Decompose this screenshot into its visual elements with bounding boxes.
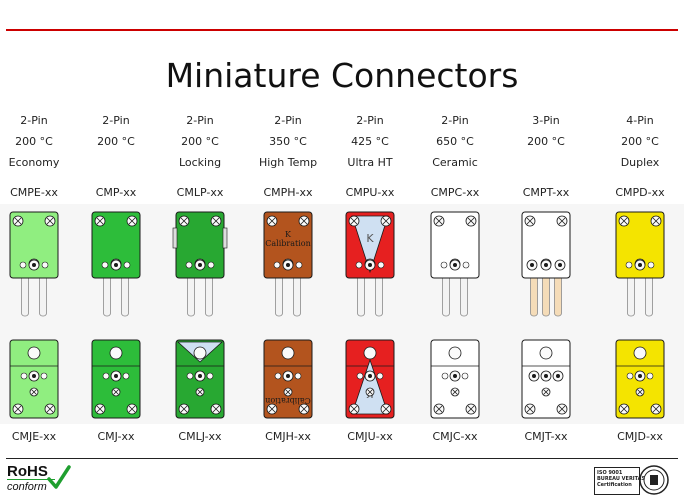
jack-connector (430, 339, 480, 419)
spec-temp: 200 °C (527, 135, 565, 148)
jack-part-number: CMJC-xx (432, 430, 478, 443)
spec-block: 2-Pin 200 °C (76, 110, 156, 173)
spec-block: 2-Pin 350 °C High Temp (248, 110, 328, 173)
plug-part-number: CMPH-xx (263, 186, 313, 199)
plug-connector (615, 211, 665, 317)
spec-desc: Ultra HT (347, 156, 393, 169)
k-label: K (366, 232, 374, 245)
spec-temp: 200 °C (621, 135, 659, 148)
jack-connector (615, 339, 665, 419)
spec-pins: 4-Pin (626, 114, 654, 127)
bottom-rule (6, 458, 678, 459)
bureau-veritas-logo: ISO 9001 BUREAU VERITAS Certification (594, 464, 670, 496)
cert-bv-text: BUREAU VERITAS (597, 476, 646, 482)
jack-part-number: CMLJ-xx (178, 430, 222, 443)
spec-temp: 200 °C (15, 135, 53, 148)
plug-connector (430, 211, 480, 317)
plug-part-number: CMPD-xx (615, 186, 665, 199)
plug-connector: K (345, 211, 395, 317)
spec-desc: Locking (178, 156, 222, 169)
plug-part-number: CMLP-xx (176, 186, 224, 199)
spec-pins: 3-Pin (532, 114, 560, 127)
plug-part-number: CMPT-xx (522, 186, 570, 199)
spec-pins: 2-Pin (274, 114, 302, 127)
rohs-conform-text: conform (7, 481, 47, 493)
spec-block: 2-Pin 650 °C Ceramic (415, 110, 495, 173)
spec-desc: Duplex (620, 156, 660, 169)
calibration-label: K (285, 230, 292, 239)
checkmark-icon (47, 465, 71, 489)
jack-part-number: CMJD-xx (617, 430, 663, 443)
spec-pins: 2-Pin (20, 114, 48, 127)
spec-desc: Ceramic (432, 156, 478, 169)
spec-desc: High Temp (258, 156, 318, 169)
calibration-label: Calibration (265, 239, 310, 248)
spec-desc (76, 152, 156, 173)
plug-part-number: CMPU-xx (345, 186, 395, 199)
rohs-logo: RoHS conform (7, 463, 71, 495)
plug-part-number: CMPE-xx (10, 186, 58, 199)
spec-pins: 2-Pin (186, 114, 214, 127)
spec-pins: 2-Pin (441, 114, 469, 127)
jack-part-number: CMJE-xx (11, 430, 57, 443)
jack-connector: CalibrationK (263, 339, 313, 419)
calibration-label: Calibration (265, 396, 310, 405)
plug-part-number: CMPC-xx (430, 186, 480, 199)
plug-part-number: CMP-xx (95, 186, 137, 199)
jack-connector: K (345, 339, 395, 419)
spec-temp: 200 °C (181, 135, 219, 148)
jack-connector (175, 339, 225, 419)
cert-iso-text: ISO 9001 (597, 470, 623, 476)
rohs-text: RoHS (7, 463, 48, 480)
spec-block: 2-Pin 425 °C Ultra HT (330, 110, 410, 173)
cert-cert-text: Certification (597, 482, 632, 488)
spec-block: 3-Pin 200 °C (506, 110, 586, 173)
spec-block: 2-Pin 200 °C Locking (160, 110, 240, 173)
spec-pins: 2-Pin (356, 114, 384, 127)
spec-block: 2-Pin 200 °C Economy (0, 110, 74, 173)
plug-connector (521, 211, 571, 317)
jack-part-number: CMJ-xx (97, 430, 135, 443)
jack-connector (521, 339, 571, 419)
seal-icon (639, 465, 669, 495)
spec-desc: Economy (8, 156, 60, 169)
page-title: Miniature Connectors (165, 56, 519, 95)
spec-block: 4-Pin 200 °C Duplex (600, 110, 680, 173)
jack-part-number: CMJT-xx (524, 430, 568, 443)
jack-part-number: CMJH-xx (265, 430, 311, 443)
plug-connector (9, 211, 59, 317)
jack-connector (9, 339, 59, 419)
jack-connector (91, 339, 141, 419)
spec-pins: 2-Pin (102, 114, 130, 127)
jack-part-number: CMJU-xx (347, 430, 393, 443)
spec-temp: 200 °C (97, 135, 135, 148)
spec-temp: 425 °C (351, 135, 389, 148)
spec-temp: 650 °C (436, 135, 474, 148)
plug-connector (172, 211, 228, 317)
spec-temp: 350 °C (269, 135, 307, 148)
top-red-rule (6, 29, 678, 31)
spec-desc (506, 152, 586, 173)
plug-connector (91, 211, 141, 317)
